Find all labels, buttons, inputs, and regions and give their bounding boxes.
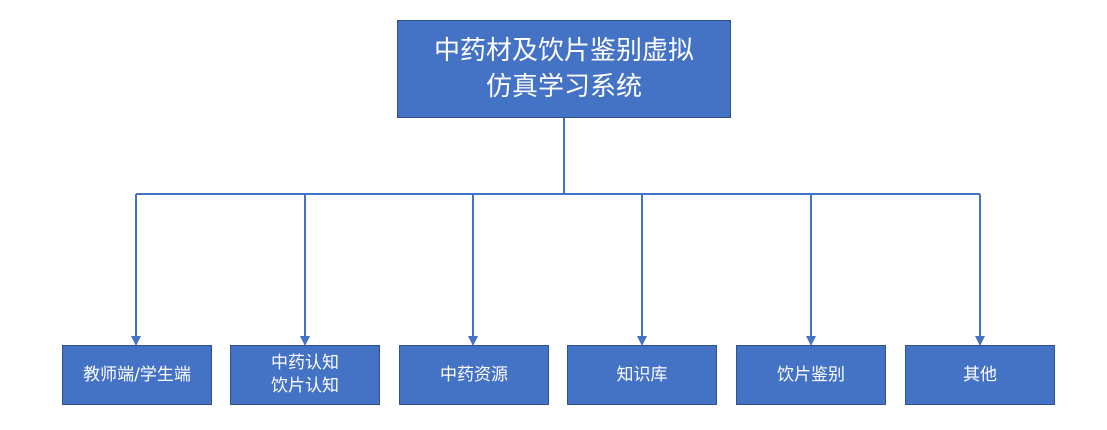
node-herb-resources: 中药资源 bbox=[399, 345, 549, 405]
node-label: 其他 bbox=[963, 364, 997, 385]
node-label-line-1: 中药认知 bbox=[271, 353, 339, 373]
node-teacher-student: 教师端/学生端 bbox=[62, 345, 212, 405]
node-label-line-2: 饮片认知 bbox=[271, 376, 339, 396]
root-title-line-2: 仿真学习系统 bbox=[485, 72, 642, 102]
node-herb-recognition: 中药认知 饮片认知 bbox=[230, 345, 380, 405]
node-label: 教师端/学生端 bbox=[83, 364, 191, 385]
node-knowledge-base: 知识库 bbox=[567, 345, 717, 405]
node-other: 其他 bbox=[905, 345, 1055, 405]
node-label: 中药资源 bbox=[440, 364, 508, 385]
node-label: 知识库 bbox=[616, 364, 668, 385]
root-node-system-title: 中药材及饮片鉴别虚拟 仿真学习系统 bbox=[397, 20, 731, 118]
node-label: 饮片鉴别 bbox=[777, 364, 845, 385]
root-title-line-1: 中药材及饮片鉴别虚拟 bbox=[433, 36, 694, 66]
node-slice-identification: 饮片鉴别 bbox=[736, 345, 886, 405]
